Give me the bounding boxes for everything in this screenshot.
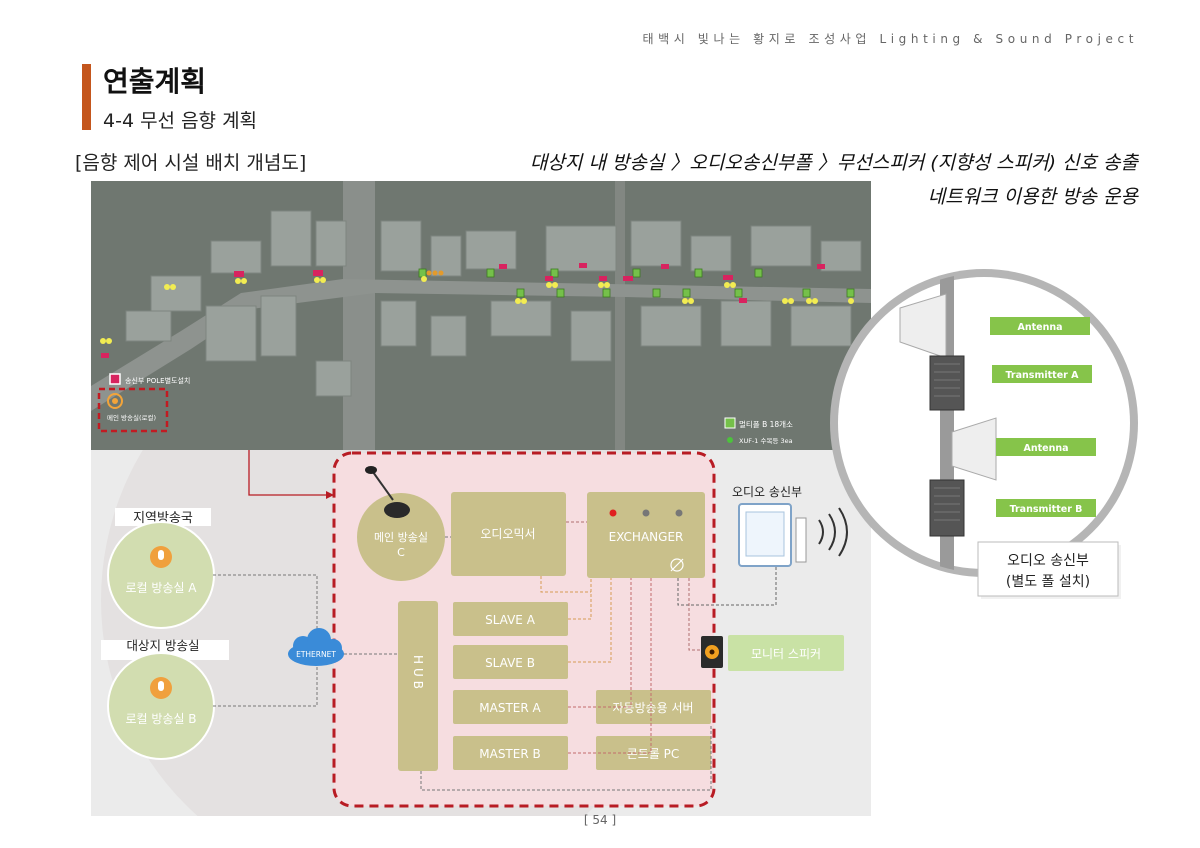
ethernet-cloud-icon: [288, 628, 344, 666]
description-line-1: 대상지 내 방송실 〉오디오송신부폴 〉무선스피커 (지향성 스피커) 신호 송…: [529, 152, 1138, 174]
transmitter-device-icon: [738, 503, 848, 567]
hub-box: HUB: [411, 655, 425, 693]
ethernet-label: ETHERNET: [296, 650, 336, 659]
callout-line-2: (별도 폴 설치): [1006, 574, 1090, 590]
monitor-speaker-box: 모니터 스피커: [751, 647, 821, 661]
transmitter-title: 오디오 송신부: [732, 485, 802, 499]
local-room-a: 로컬 방송실 A: [125, 581, 197, 595]
legend-multipole-label: 멀티폴 B 18개소: [739, 419, 793, 429]
title-accent-bar: [82, 64, 91, 130]
slave-a-box: SLAVE A: [485, 613, 536, 627]
control-pc-box: 콘트롤 PC: [627, 747, 680, 761]
legend-pole-label: 송신부 POLE별도설치: [125, 376, 190, 385]
exchanger-box: EXCHANGER: [609, 530, 684, 544]
target-control-line-1: 대상지 방송실: [127, 638, 200, 653]
page-subtitle: 4-4 무선 음향 계획: [103, 110, 258, 132]
main-room-line-1: 메인 방송실: [374, 531, 428, 544]
antenna-detail: Antenna Transmitter A Antenna Transmitte…: [830, 269, 1138, 599]
master-b-box: MASTER B: [479, 747, 540, 761]
master-a-box: MASTER A: [479, 701, 541, 715]
page-number: [ 54 ]: [583, 813, 617, 827]
tool-icon: [670, 558, 684, 572]
project-header: 태백시 빛나는 황지로 조성사업 Lighting & Sound Projec…: [642, 32, 1138, 46]
slave-b-box: SLAVE B: [485, 656, 535, 670]
auto-server-box: 자동방송용 서버: [612, 701, 693, 715]
microphone-icon: [365, 466, 410, 518]
antenna-label-2: Antenna: [1023, 443, 1068, 454]
callout-line-1: 오디오 송신부: [1007, 553, 1089, 569]
legend-speaker-label: XUF-1 수목등 3ea: [739, 437, 793, 445]
legend-room-label: 메인 방송실(로컬): [107, 413, 156, 422]
page-title: 연출계획: [103, 65, 207, 98]
antenna-label-1: Antenna: [1017, 322, 1062, 333]
transmitter-a-label: Transmitter A: [1006, 370, 1080, 381]
main-room-line-2: C: [397, 546, 405, 559]
transmitter-b-label: Transmitter B: [1010, 504, 1083, 515]
local-room-b: 로컬 방송실 B: [125, 712, 196, 726]
audio-mixer-box: 오디오믹서: [480, 527, 535, 541]
description-line-2: 네트워크 이용한 방송 운용: [927, 186, 1138, 208]
site-map: 송신부 POLE별도설치 메인 방송실(로컬) 멀티폴 B 18개소 XUF-1…: [91, 181, 871, 451]
regional-station-label: 지역방송국: [133, 511, 193, 526]
system-diagram: 지역방송국 로컬 방송실 A 대상지 방송실 제어 로컬 방송실 B ETHER…: [91, 450, 871, 816]
section-label: [음향 제어 시설 배치 개념도]: [75, 152, 307, 174]
